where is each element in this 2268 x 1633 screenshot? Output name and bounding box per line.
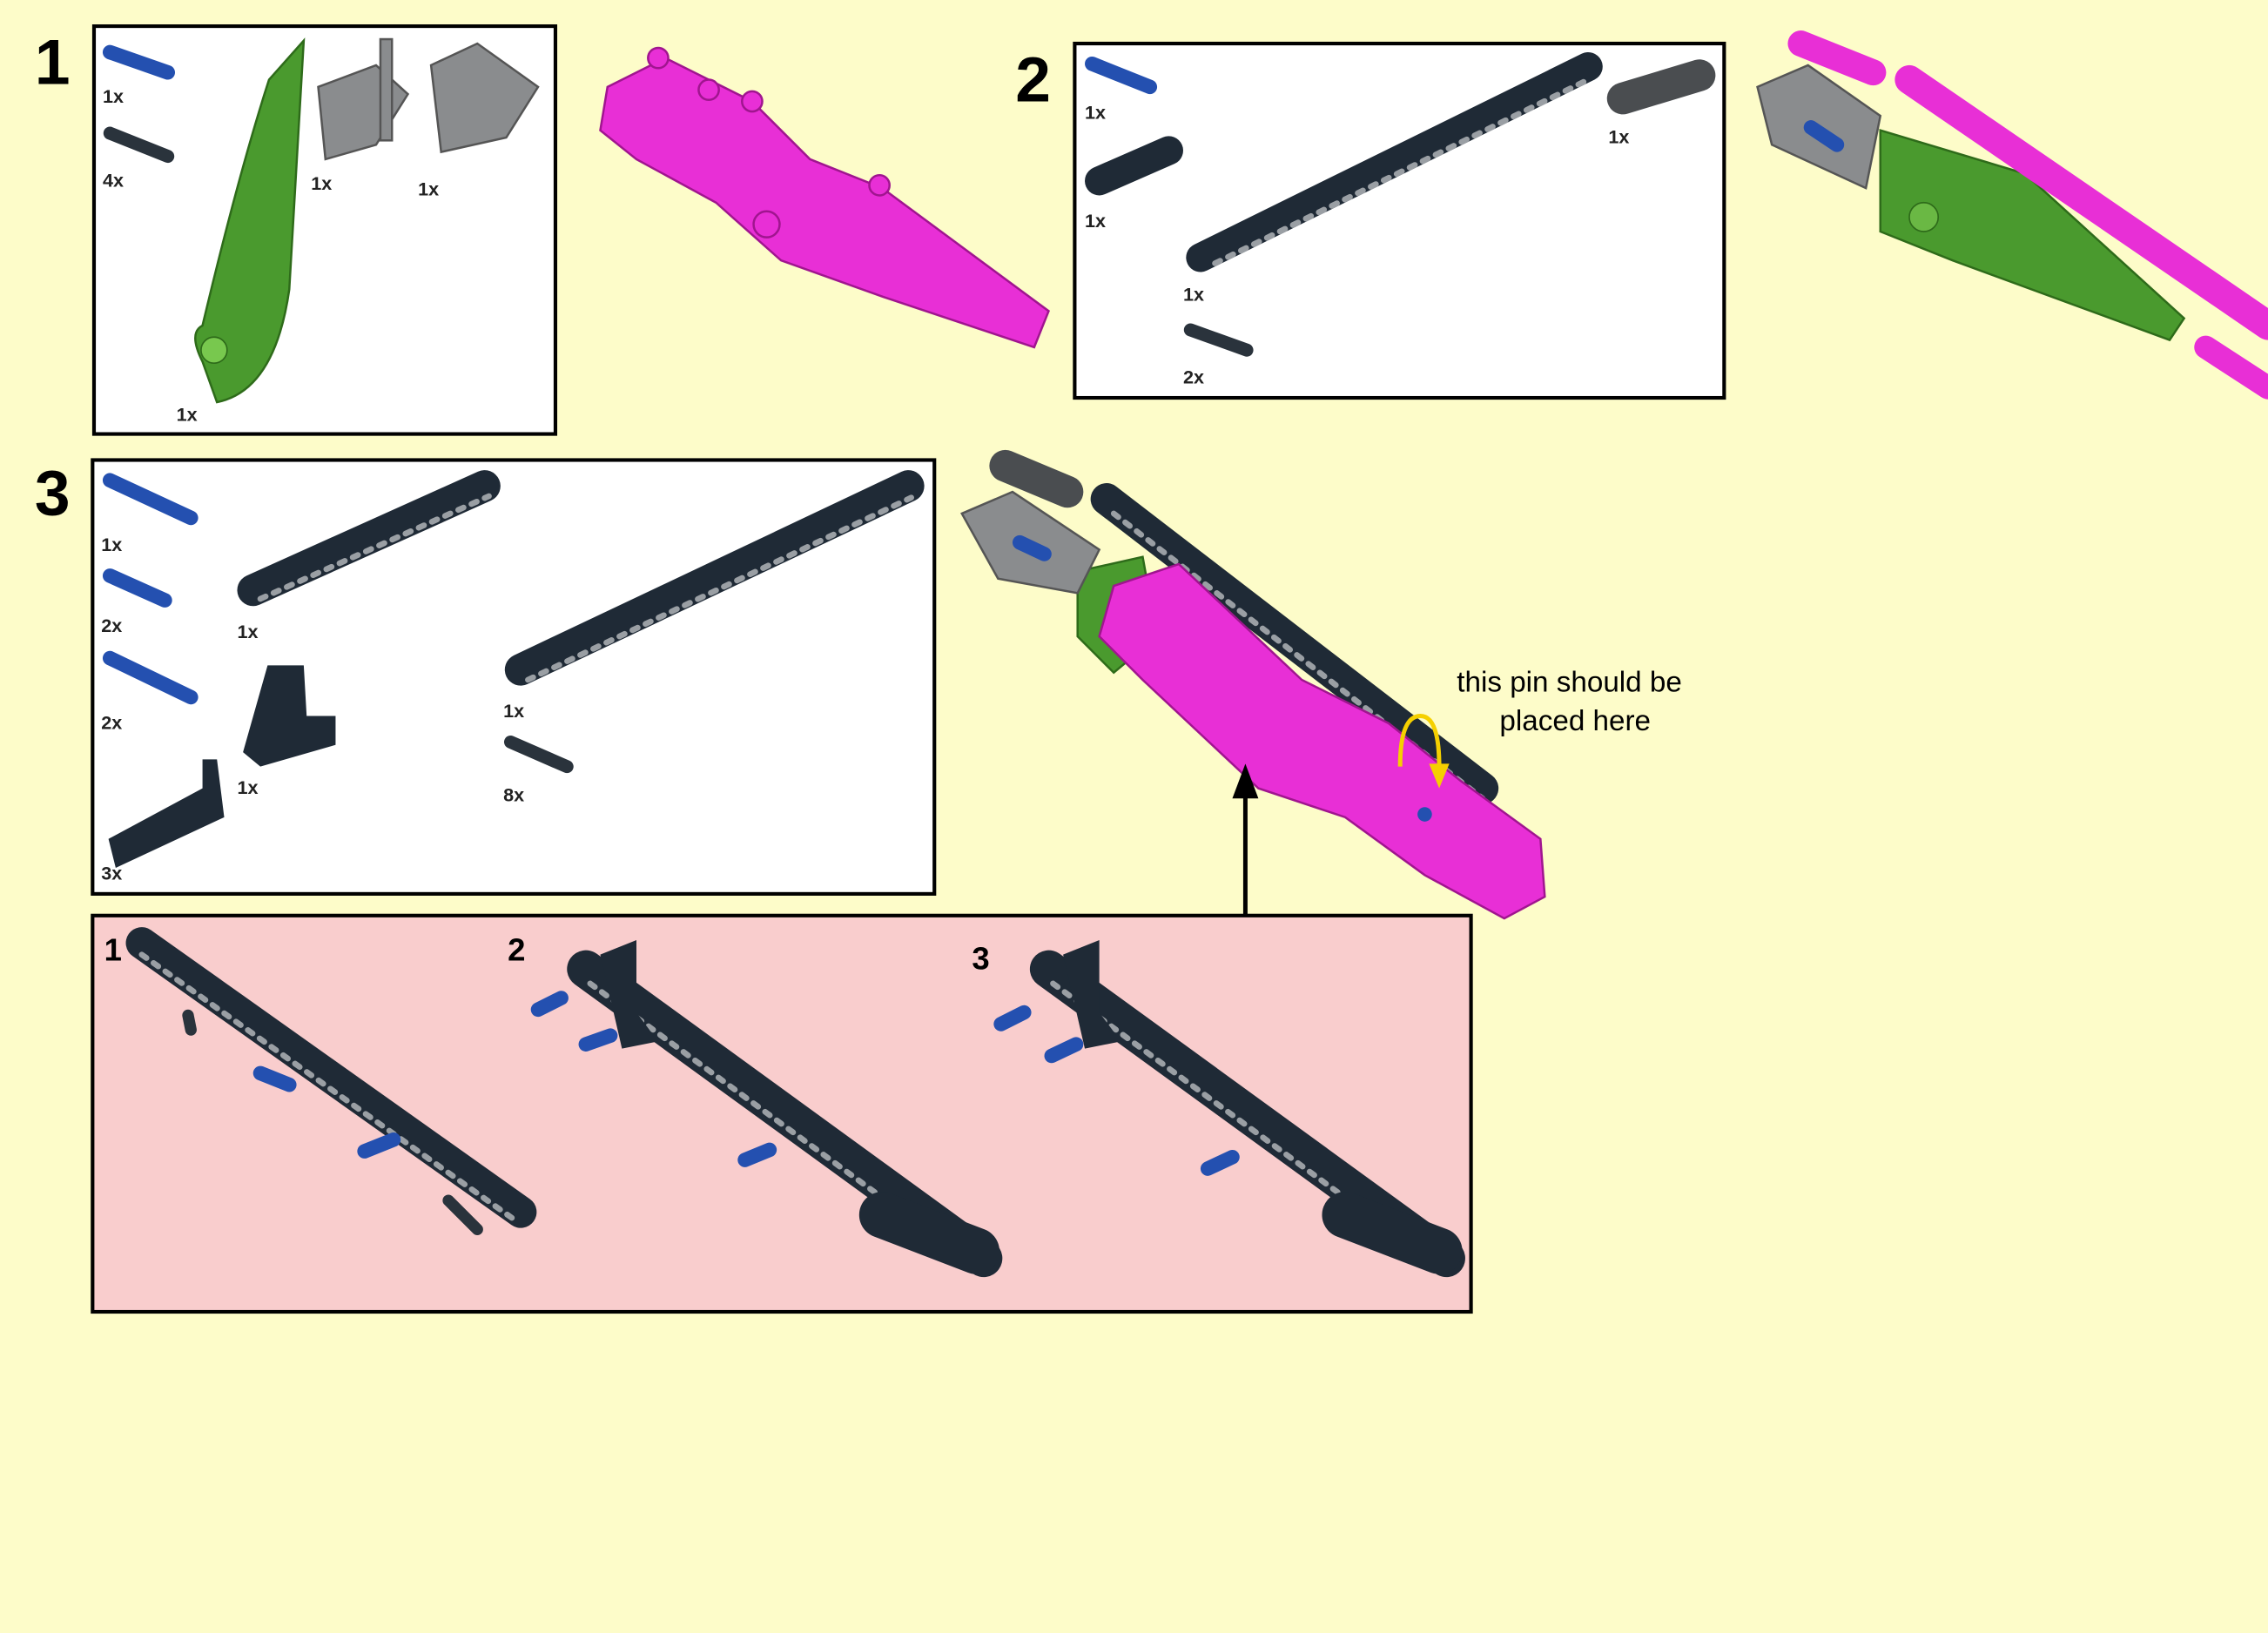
step-2: 2 1x 1x 1x 2x 1x: [1015, 30, 2268, 400]
step-3: 3 1x 2x 2x 3x 1x 1x 1x 8x: [35, 449, 1682, 920]
magenta-pin-icon: [647, 46, 670, 70]
blue-pin-icon: [1085, 56, 1158, 95]
blue-pin-icon: [737, 1142, 777, 1167]
step-1: 1 1x 4x 1x 1x 1x: [35, 24, 1050, 436]
part-qty: 1x: [177, 404, 198, 426]
step-number: 3: [35, 459, 71, 529]
annotation-line-2: placed here: [1499, 705, 1651, 737]
grey-beam-icon: [1606, 59, 1716, 115]
magenta-beam-icon: [1787, 30, 1887, 86]
blue-pin-icon: [102, 473, 199, 526]
part-qty: 1x: [311, 172, 332, 194]
part-qty: 1x: [237, 621, 258, 642]
beam-7-icon: [237, 470, 501, 607]
subassembly-callout: 1 2 3: [91, 913, 1473, 1314]
l-beam-icon: [858, 1192, 999, 1274]
step-number: 1: [35, 28, 71, 98]
part-qty: 1x: [1608, 126, 1629, 148]
blue-pin-icon: [357, 1132, 401, 1159]
magenta-assembly-icon: [1098, 562, 1546, 920]
part-qty: 2x: [101, 615, 122, 636]
magenta-pin-icon: [741, 90, 764, 113]
t-beam-icon: [1063, 940, 1121, 1049]
beam-holes: [1212, 75, 1594, 266]
part-qty: 1x: [503, 700, 524, 722]
beam-15-icon: [504, 470, 925, 686]
part-qty: 8x: [503, 784, 524, 806]
blue-pin-icon: [993, 1005, 1032, 1032]
blue-pin-icon: [1044, 1037, 1084, 1064]
yellow-arrow-head-icon: [1429, 763, 1450, 789]
blue-pin-icon: [1200, 1149, 1240, 1176]
green-panel-icon: [194, 37, 306, 404]
blue-pin-icon: [102, 568, 172, 608]
substep-number: 2: [508, 931, 525, 967]
black-pin-icon: [503, 735, 574, 774]
substep-number: 3: [972, 940, 989, 976]
magenta-pin-icon: [697, 78, 720, 102]
part-qty: 2x: [101, 711, 122, 733]
part-qty: 1x: [1085, 101, 1106, 123]
grey-connector-icon: [429, 42, 540, 154]
blue-pin-icon: [102, 650, 199, 705]
annotation-line-1: this pin should be: [1457, 666, 1682, 698]
part-qty: 1x: [237, 776, 258, 798]
blue-pin-icon: [102, 44, 176, 80]
part-qty: 1x: [1085, 210, 1106, 232]
beam-15-icon: [125, 927, 537, 1228]
step-number: 2: [1015, 44, 1051, 115]
short-beam-icon: [1085, 136, 1183, 196]
step-3-assembly: [960, 449, 1546, 920]
part-qty: 1x: [1183, 284, 1204, 306]
step-2-assembly: [1756, 30, 2268, 400]
blue-pin-icon: [1803, 120, 1845, 152]
part-qty: 1x: [101, 534, 122, 555]
blue-pin-icon: [578, 1028, 618, 1052]
beam-15-icon: [1090, 483, 1499, 804]
yellow-curved-arrow-icon: [1397, 714, 1442, 767]
black-pin-icon: [103, 126, 175, 164]
black-pin-icon: [182, 1009, 197, 1036]
part-qty: 1x: [418, 178, 439, 199]
t-beam-icon: [600, 940, 658, 1049]
l-beam-icon: [108, 759, 225, 868]
green-panel-hole-icon: [200, 336, 228, 364]
black-pin-icon: [1183, 323, 1254, 357]
long-beam-icon: [1186, 51, 1603, 272]
grey-axle-icon: [379, 37, 394, 142]
blue-pin-icon: [530, 991, 569, 1018]
blue-pin-icon: [1012, 534, 1052, 561]
part-qty: 1x: [103, 85, 124, 107]
step-1-assembly: [599, 46, 1050, 349]
grey-beam-icon: [989, 449, 1084, 508]
black-pin-icon: [442, 1194, 483, 1235]
substep-number: 1: [104, 931, 122, 967]
magenta-long-beam-icon: [1894, 64, 2268, 340]
beam-holes: [525, 494, 914, 683]
blue-pin-icon: [252, 1065, 297, 1092]
magenta-pin-icon: [868, 173, 891, 197]
blue-pin-spot-icon: [1417, 807, 1432, 822]
magenta-beam-end-icon: [2194, 335, 2268, 400]
part-qty: 2x: [1183, 366, 1204, 387]
l-beam-icon: [1322, 1192, 1463, 1274]
magenta-pin-icon: [752, 210, 781, 239]
part-qty: 4x: [103, 169, 124, 191]
beam-holes: [138, 951, 522, 1226]
green-hole-icon: [1908, 201, 1940, 232]
t-beam-icon: [243, 665, 336, 767]
beam-holes: [257, 493, 492, 602]
part-qty: 3x: [101, 862, 122, 884]
callout-arrow-head-icon: [1232, 763, 1259, 799]
